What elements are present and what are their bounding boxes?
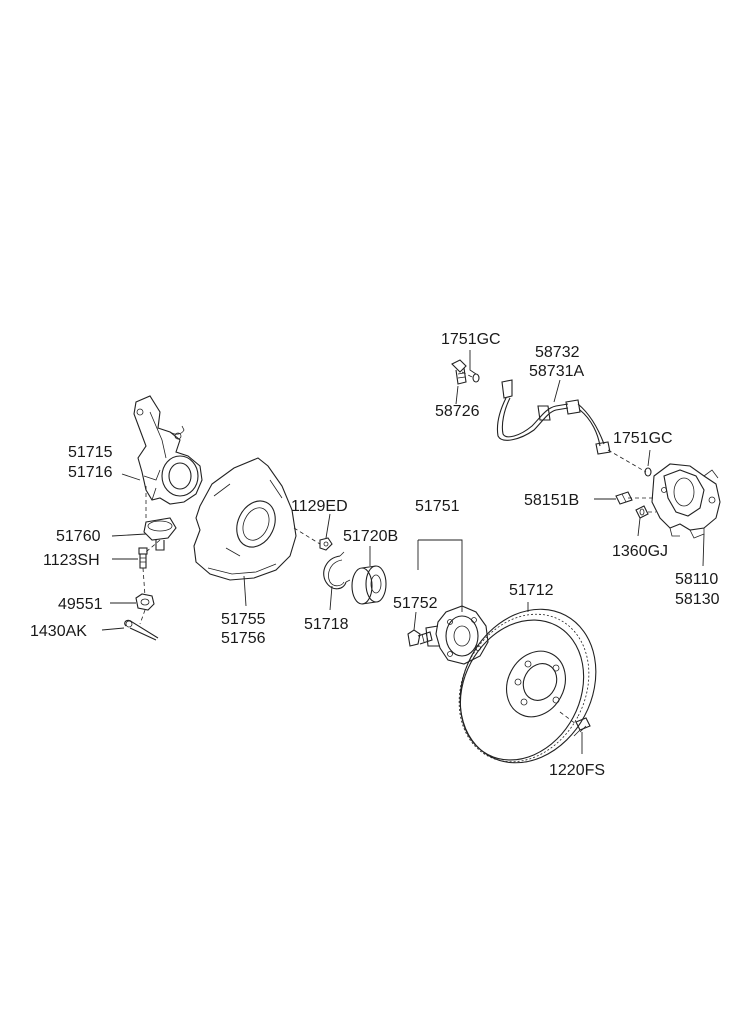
part-labels: 1751GC 58732 58731A 58726 1751GC 51715 5… [30, 331, 720, 779]
label-51751: 51751 [415, 498, 460, 515]
bleeder-screw [615, 491, 633, 505]
brake-caliper [651, 463, 721, 539]
label-49551: 49551 [58, 596, 103, 613]
wheel-hub [425, 605, 489, 665]
label-51756: 51756 [221, 630, 266, 647]
label-1751GC-right: 1751GC [613, 430, 673, 447]
label-1129ED: 1129ED [291, 498, 348, 515]
label-51752: 51752 [393, 595, 438, 612]
label-58151B: 58151B [524, 492, 579, 509]
label-51718: 51718 [304, 616, 349, 633]
label-58731A: 58731A [529, 363, 584, 380]
dust-cover [193, 457, 297, 581]
hose-bolt [451, 359, 480, 385]
label-58726: 58726 [435, 403, 480, 420]
hub-bolt [407, 629, 433, 647]
label-1751GC-top: 1751GC [441, 331, 501, 348]
label-58130: 58130 [675, 591, 720, 608]
label-51712: 51712 [509, 582, 554, 599]
label-1123SH: 1123SH [43, 552, 100, 569]
cotter-pin [124, 619, 159, 641]
label-58732: 58732 [535, 344, 580, 361]
brake-disc [458, 608, 597, 764]
label-51760: 51760 [56, 528, 101, 545]
label-58110: 58110 [675, 571, 718, 588]
bolt-1123SH [138, 547, 148, 569]
assembly-lines [139, 371, 656, 725]
label-1430AK: 1430AK [30, 623, 87, 640]
steering-knuckle [133, 395, 203, 505]
label-1360GJ: 1360GJ [612, 543, 668, 560]
leader-lines [101, 350, 705, 754]
washer-right [644, 467, 652, 477]
disc-screw [573, 717, 591, 737]
bolt-1129ED [319, 537, 333, 551]
label-51715: 51715 [68, 444, 113, 461]
label-51720B: 51720B [343, 528, 398, 545]
label-1220FS: 1220FS [549, 762, 605, 779]
wheel-bearing [351, 565, 387, 605]
caliper-bolt [635, 505, 649, 519]
label-51755: 51755 [221, 611, 266, 628]
ball-joint [143, 517, 177, 551]
snap-ring [323, 551, 351, 590]
brake-hose [496, 379, 611, 455]
nut-49551 [135, 593, 155, 611]
label-51716: 51716 [68, 464, 113, 481]
